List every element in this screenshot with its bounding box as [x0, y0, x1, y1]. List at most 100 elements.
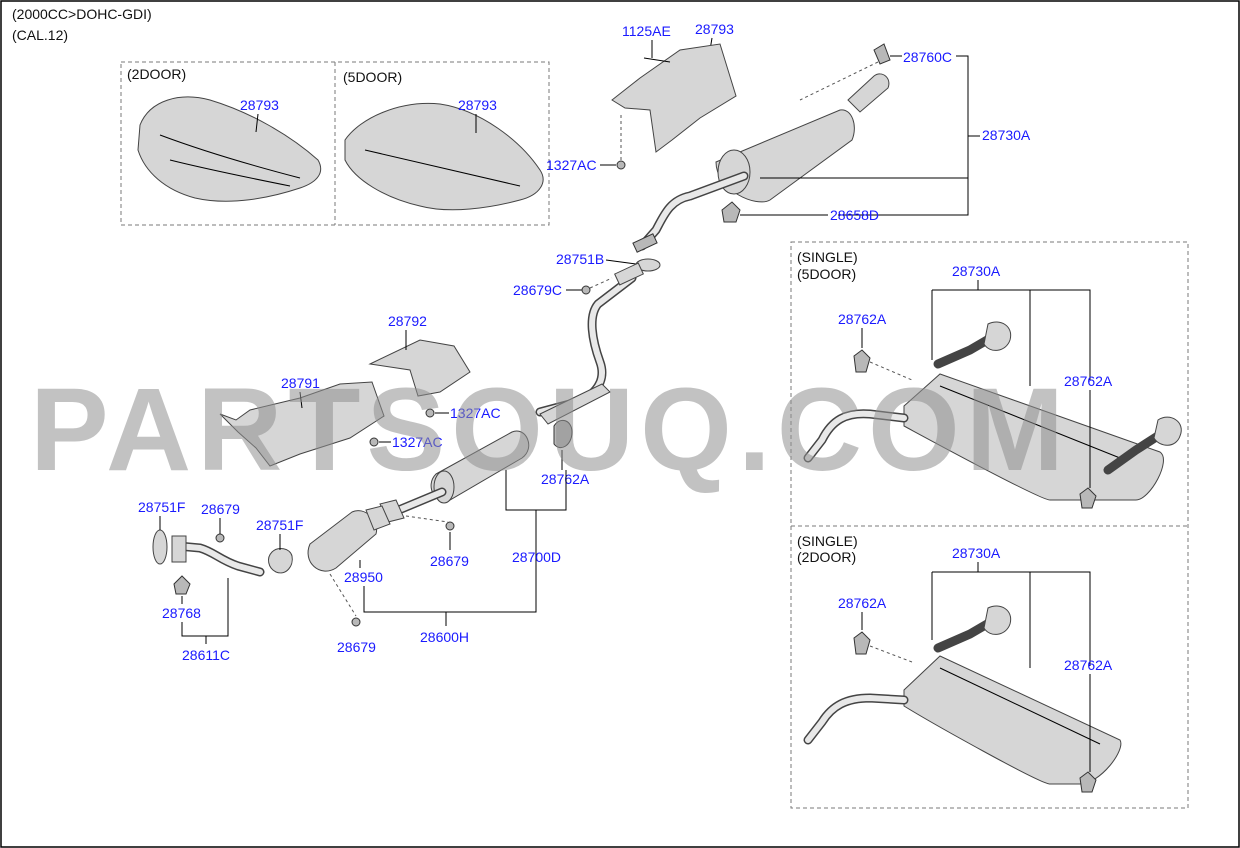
- part-28751F-mid[interactable]: 28751F: [256, 517, 303, 533]
- part-28768[interactable]: 28768: [162, 605, 201, 621]
- heat-protector-top[interactable]: [611, 43, 737, 153]
- box-label-single-5door-b: (5DOOR): [797, 266, 856, 282]
- part-1327AC-a[interactable]: 1327AC: [450, 405, 501, 421]
- hanger-28762A-single-5door-right[interactable]: [1079, 487, 1097, 509]
- single-variants-box: [790, 241, 1189, 809]
- tail-tip-single-2door: [983, 605, 1012, 635]
- inlet-pipe-single-5door-inner: [805, 410, 907, 461]
- rear-muffler-tailpipe: [847, 73, 890, 113]
- tail-tip-single-5door-a: [983, 321, 1012, 351]
- part-28762A-single-5door-left[interactable]: 28762A: [838, 311, 887, 327]
- hanger-28760C[interactable]: [873, 43, 891, 65]
- part-28700D[interactable]: 28700D: [512, 549, 561, 565]
- front-exhaust-pipe-inner: [175, 543, 263, 575]
- front-pipe-inner: [391, 489, 445, 515]
- nut-1327AC-b[interactable]: [369, 437, 379, 447]
- part-28679-left[interactable]: 28679: [201, 501, 240, 517]
- part-28658D[interactable]: 28658D: [830, 207, 879, 223]
- part-28950[interactable]: 28950: [344, 569, 383, 585]
- part-28762A-single-5door-right[interactable]: 28762A: [1064, 373, 1113, 389]
- leader-28793-2door: [255, 113, 259, 133]
- inlet-pipe-single-2door-inner: [805, 695, 907, 743]
- bracket-28730A-single-5door: [931, 289, 1091, 386]
- part-28762A-mid[interactable]: 28762A: [541, 471, 590, 487]
- hanger-28762A-mid[interactable]: [553, 419, 573, 448]
- nut-28679-left[interactable]: [215, 533, 225, 543]
- part-28730A-single-2door[interactable]: 28730A: [952, 545, 1001, 561]
- part-28762A-single-2door-right[interactable]: 28762A: [1064, 657, 1113, 673]
- part-28791[interactable]: 28791: [281, 375, 320, 391]
- part-1125AE[interactable]: 1125AE: [622, 23, 671, 39]
- rear-muffler-single-5door[interactable]: [903, 373, 1164, 501]
- nut-28679C[interactable]: [581, 285, 591, 295]
- leader-28751B: [605, 259, 637, 265]
- part-28793-5door[interactable]: 28793: [458, 97, 497, 113]
- hanger-28768[interactable]: [173, 575, 191, 595]
- bracket-28611C: [181, 578, 229, 637]
- part-28762A-single-2door-left[interactable]: 28762A: [838, 595, 887, 611]
- part-28730A-main[interactable]: 28730A: [982, 127, 1031, 143]
- fastener-line-28679C: [589, 277, 613, 289]
- gasket-28751F-left[interactable]: [152, 529, 168, 565]
- calibration-label: (CAL.12): [12, 27, 68, 43]
- heat-protector-2door-rib: [169, 159, 291, 187]
- rear-muffler-single-2door[interactable]: [903, 655, 1122, 785]
- part-1327AC-b[interactable]: 1327AC: [392, 434, 443, 450]
- part-28679C[interactable]: 28679C: [513, 282, 562, 298]
- box-label-5door: (5DOOR): [343, 69, 402, 85]
- part-28792[interactable]: 28792: [388, 313, 427, 329]
- heat-protector-5door[interactable]: [344, 102, 544, 211]
- hanger-28762A-single-2door-left[interactable]: [853, 631, 871, 655]
- rear-pipe-inner: [639, 173, 747, 249]
- nut-28679-mid[interactable]: [445, 521, 455, 531]
- part-28751B[interactable]: 28751B: [556, 251, 604, 267]
- part-28730A-single-5door[interactable]: 28730A: [952, 263, 1001, 279]
- part-28611C[interactable]: 28611C: [182, 647, 230, 663]
- gasket-28751F-mid[interactable]: [268, 548, 293, 574]
- heat-protector-28792[interactable]: [368, 339, 471, 397]
- nut-1327AC-top[interactable]: [616, 160, 626, 170]
- nut-1327AC-a[interactable]: [425, 408, 435, 418]
- part-28600H[interactable]: 28600H: [420, 629, 469, 645]
- center-pipe-flange: [614, 262, 644, 286]
- fastener-line-28679-mid: [405, 515, 449, 523]
- leader-28791: [299, 391, 303, 409]
- bolt-1125AE: [643, 57, 671, 63]
- nut-28679-bottom[interactable]: [351, 617, 361, 627]
- box-label-single-5door-a: (SINGLE): [797, 249, 858, 265]
- hanger-line-single-2door-left: [869, 645, 913, 663]
- front-exhaust-flange: [171, 535, 187, 563]
- engine-spec-label: (2000CC>DOHC-GDI): [12, 6, 152, 22]
- part-28760C[interactable]: 28760C: [903, 49, 952, 65]
- tail-tip-single-5door-b: [1153, 416, 1182, 446]
- part-28793-top[interactable]: 28793: [695, 21, 734, 37]
- rear-pipe-flange: [632, 233, 658, 253]
- part-1327AC-top[interactable]: 1327AC: [546, 157, 597, 173]
- hanger-28658D[interactable]: [721, 201, 741, 223]
- part-28679-mid[interactable]: 28679: [430, 553, 469, 569]
- heat-protector-2door[interactable]: [137, 96, 322, 202]
- rear-muffler-single-2door-seam: [939, 667, 1101, 745]
- hanger-28762A-single-5door-left[interactable]: [853, 349, 871, 373]
- bracket-28730A-single-2door: [931, 571, 1091, 668]
- hanger-line-28760C: [799, 61, 879, 101]
- part-28679-bottom[interactable]: 28679: [337, 639, 376, 655]
- part-28793-2door[interactable]: 28793: [240, 97, 279, 113]
- heat-protector-2door-rib: [159, 134, 301, 179]
- part-28751F-left[interactable]: 28751F: [138, 499, 185, 515]
- catalytic-converter-flange: [365, 505, 391, 531]
- flex-joint: [539, 383, 611, 425]
- heat-protector-5door-rib: [364, 149, 521, 187]
- box-label-single-2door-a: (SINGLE): [797, 533, 858, 549]
- catalytic-converter[interactable]: [307, 510, 378, 572]
- box-label-single-2door-b: (2DOOR): [797, 549, 856, 565]
- heat-protector-28791[interactable]: [219, 381, 385, 467]
- fastener-line-28679-bottom: [329, 573, 357, 617]
- box-label-2door: (2DOOR): [127, 66, 186, 82]
- hanger-28762A-single-2door-right[interactable]: [1079, 771, 1097, 793]
- bracket-28700D-28600H: [363, 510, 537, 613]
- center-muffler[interactable]: [430, 430, 530, 502]
- hanger-line-single-5door-left: [869, 361, 913, 381]
